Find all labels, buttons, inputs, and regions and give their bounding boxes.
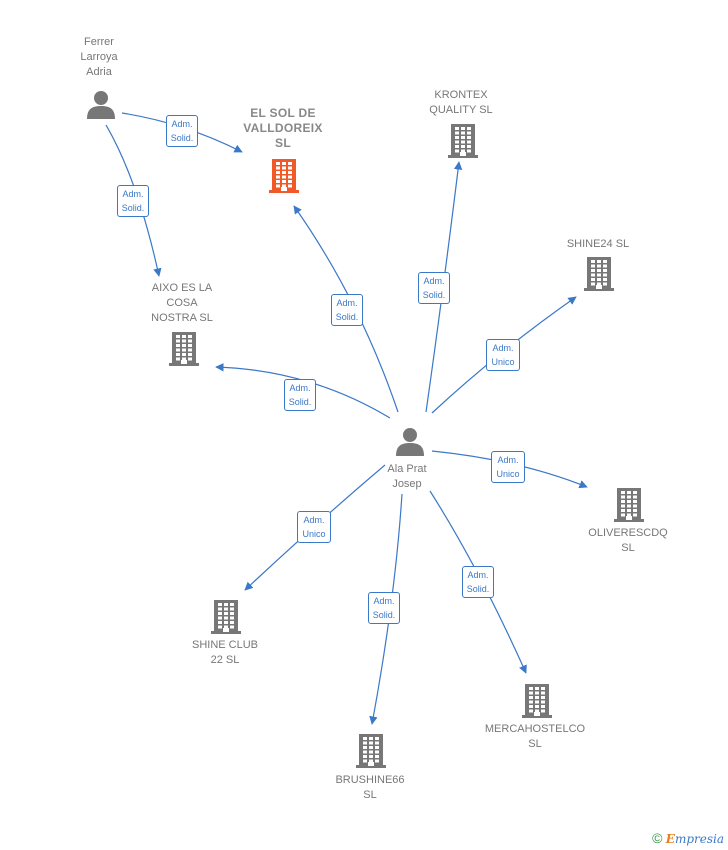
building-icon-shineclub[interactable] (211, 600, 241, 639)
building-icon-elsol[interactable] (269, 159, 299, 198)
node-label-oliveres[interactable]: OLIVERESCDQ SL (588, 527, 668, 554)
edge-label-alaprat-oliveres[interactable]: Adm. Unico (491, 451, 525, 483)
building-icon-oliveres[interactable] (614, 488, 644, 527)
edge-label-ferrer-elsol[interactable]: Adm. Solid. (165, 115, 199, 147)
edge-label-alaprat-krontex[interactable]: Adm. Solid. (417, 272, 451, 304)
node-label-shineclub[interactable]: SHINE CLUB 22 SL (191, 639, 259, 666)
node-label-aixo[interactable]: AIXO ES LA COSA NOSTRA SL (151, 281, 213, 324)
edge-label-alaprat-shine24[interactable]: Adm. Unico (486, 339, 520, 371)
node-label-ferrer[interactable]: Ferrer Larroya Adria (80, 35, 118, 78)
node-label-elsol[interactable]: EL SOL DE VALLDOREIX SL (243, 105, 323, 150)
edge-label-alaprat-brushine[interactable]: Adm. Solid. (367, 592, 401, 624)
node-label-alaprat[interactable]: Ala Prat Josep (387, 463, 427, 490)
footer-brand: © Empresia (652, 830, 724, 846)
edge-label-alaprat-aixo[interactable]: Adm. Solid. (283, 379, 317, 411)
node-label-shine24[interactable]: SHINE24 SL (566, 237, 630, 250)
edge-label-alaprat-shineclub[interactable]: Adm. Unico (297, 511, 331, 543)
edge-label-ferrer-aixo[interactable]: Adm. Solid. (116, 185, 150, 217)
edge-label-alaprat-merca[interactable]: Adm. Solid. (461, 566, 495, 598)
building-icon-aixo[interactable] (169, 332, 199, 371)
brand-logo: Empresia (665, 832, 724, 846)
building-icon-brushine[interactable] (356, 734, 386, 773)
person-icon-alaprat[interactable] (395, 426, 425, 461)
node-label-merca[interactable]: MERCAHOSTELCO SL (484, 723, 586, 750)
edge-label-alaprat-elsol[interactable]: Adm. Solid. (330, 294, 364, 326)
node-label-krontex[interactable]: KRONTEX QUALITY SL (429, 89, 493, 116)
person-icon-ferrer[interactable] (86, 89, 116, 124)
building-icon-merca[interactable] (522, 684, 552, 723)
copyright-symbol: © (652, 830, 663, 846)
building-icon-krontex[interactable] (448, 124, 478, 163)
building-icon-shine24[interactable] (584, 257, 614, 296)
node-label-brushine[interactable]: BRUSHINE66 SL (335, 774, 405, 801)
